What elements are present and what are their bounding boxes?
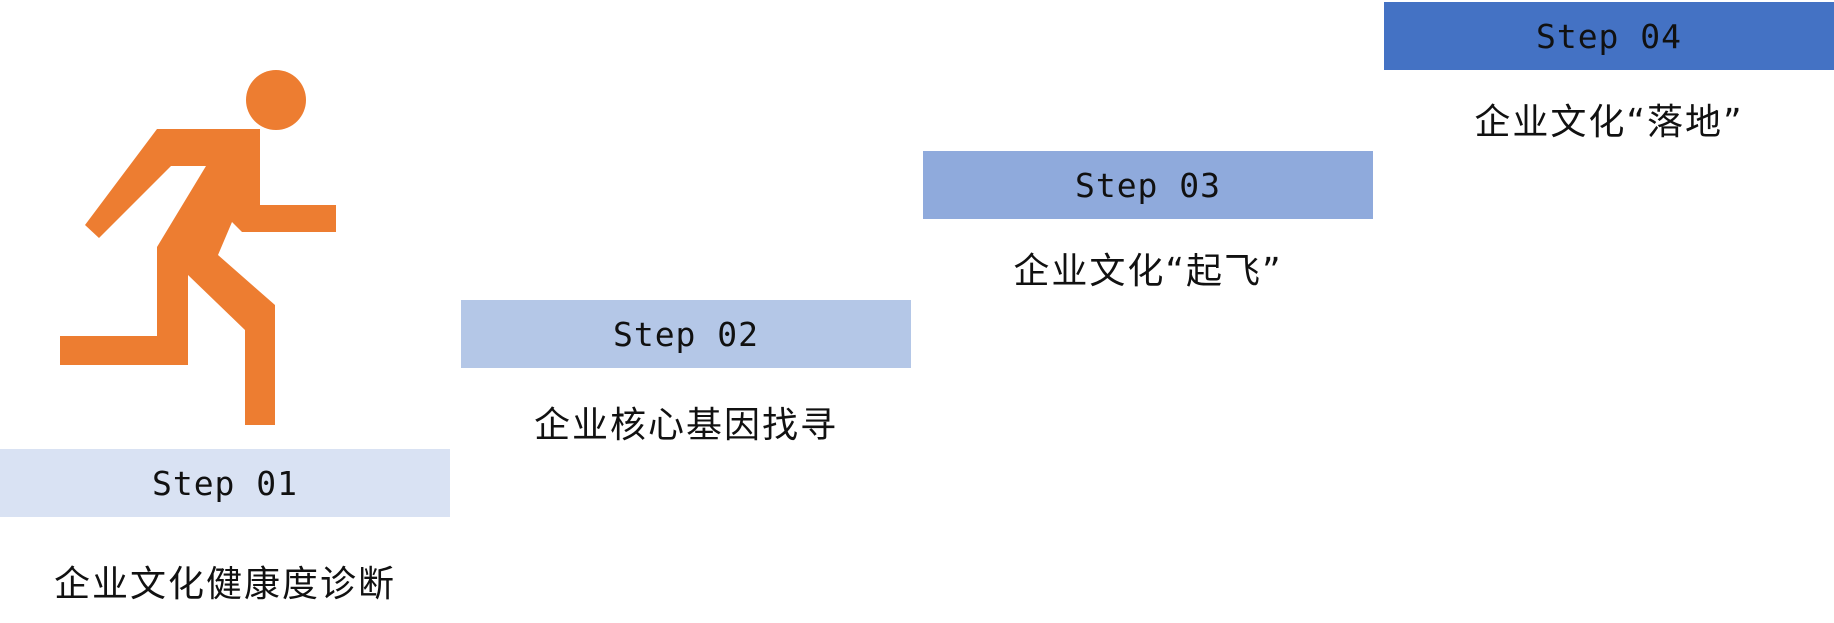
step-01-bar: Step 01 [0, 449, 450, 517]
step-04-bar: Step 04 [1384, 2, 1834, 70]
step-02-label: Step 02 [612, 314, 760, 354]
runner-head [246, 70, 306, 130]
runner-body [60, 129, 336, 425]
step-02-caption: 企业核心基因找寻 [533, 405, 838, 446]
step-03-label: Step 03 [1074, 165, 1222, 205]
step-01-label: Step 01 [151, 463, 299, 503]
step-03-bar: Step 03 [923, 151, 1373, 219]
running-person-icon [60, 70, 336, 425]
step-04-caption: 企业文化“落地” [1474, 102, 1744, 143]
step-04-label: Step 04 [1535, 16, 1683, 56]
step-01-caption: 企业文化健康度诊断 [53, 564, 396, 605]
step-03-caption: 企业文化“起飞” [1013, 251, 1283, 292]
step-02-bar: Step 02 [461, 300, 911, 368]
